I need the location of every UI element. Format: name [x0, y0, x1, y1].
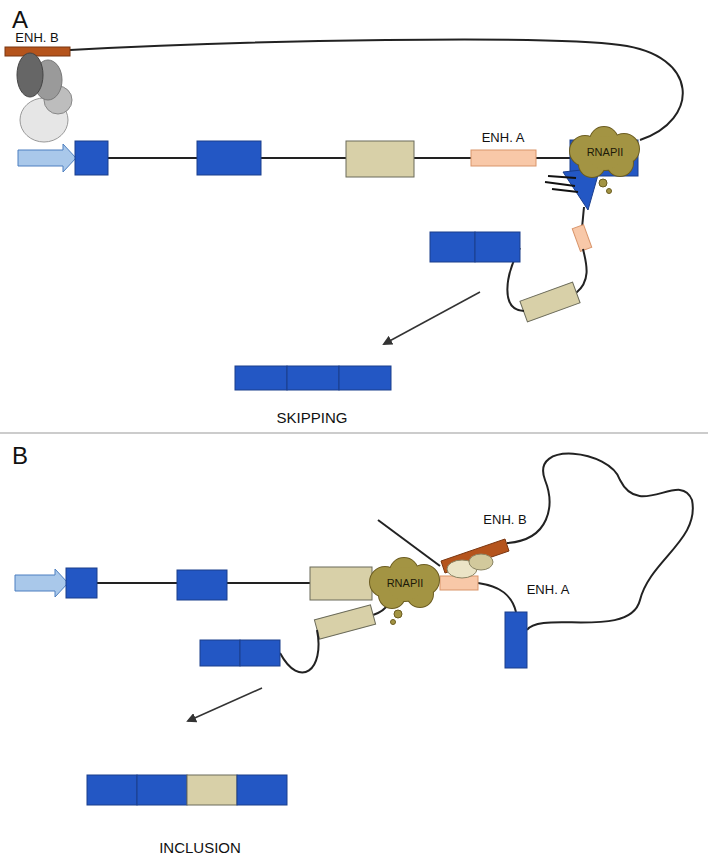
enhancer-label: ENH. B [13, 31, 60, 46]
panel-a-drawing [5, 40, 683, 390]
outcome-label: SKIPPING [275, 409, 350, 426]
panel-letter: B [10, 442, 30, 470]
outcome-label: INCLUSION [157, 839, 243, 856]
panel-b-drawing [15, 454, 693, 805]
panel-separator [0, 433, 708, 434]
enhancer-label: ENH. B [481, 513, 528, 528]
polymerase-label: RNAPII [587, 146, 624, 158]
enhancer-label: ENH. A [480, 131, 527, 146]
enhancer-label: ENH. A [525, 583, 572, 598]
polymerase-cloud: RNAPII [565, 125, 645, 179]
polymerase-label: RNAPII [387, 577, 424, 589]
polymerase-cloud: RNAPII [365, 556, 445, 610]
